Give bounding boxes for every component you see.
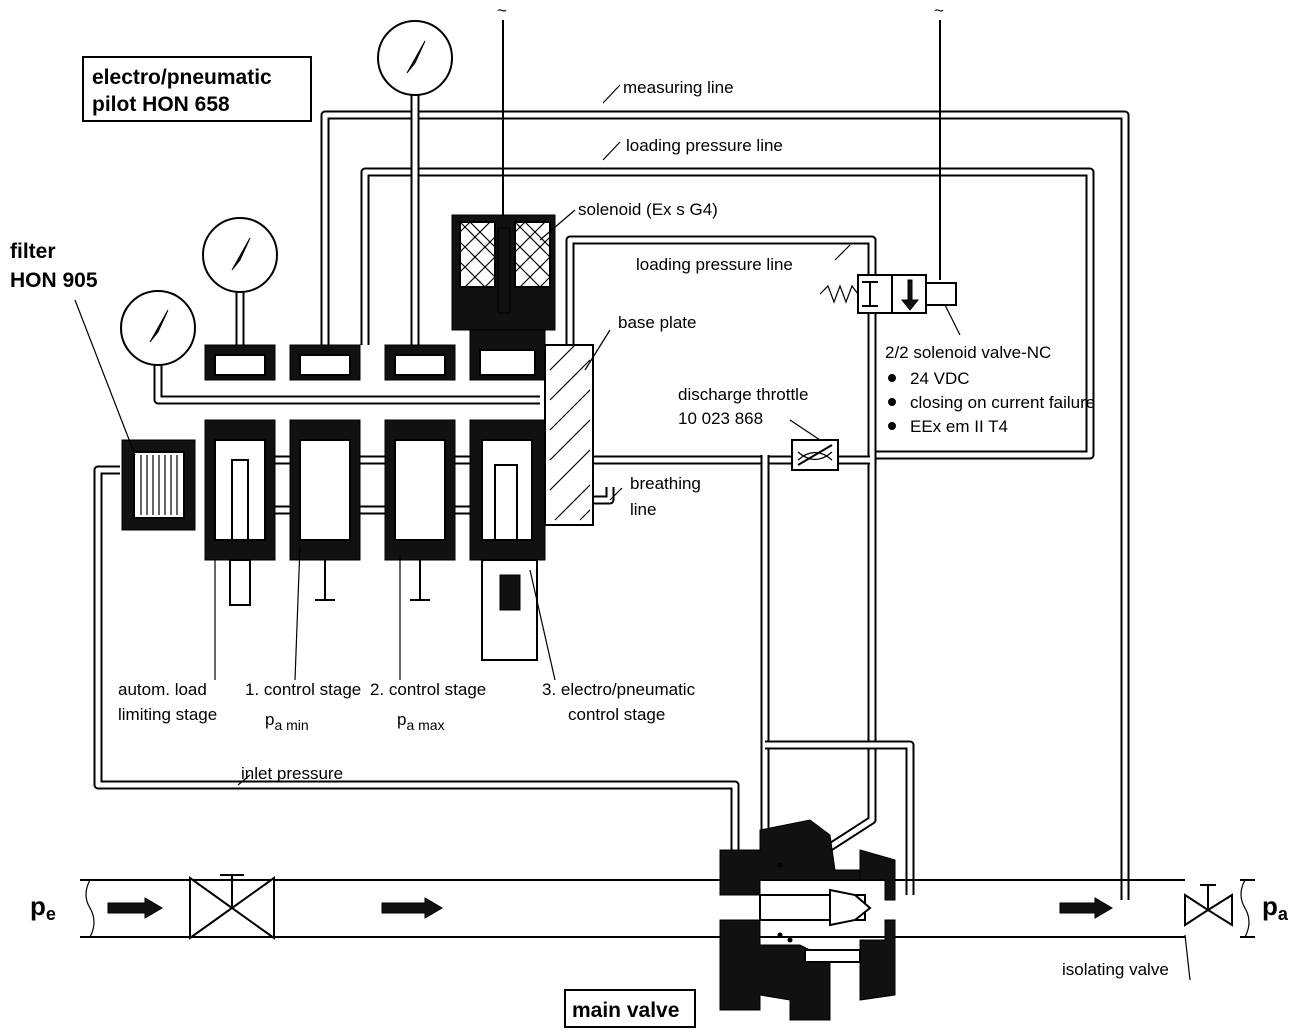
pilot-stages: [204, 329, 546, 661]
stage-1-control: [289, 344, 361, 601]
svg-text:~: ~: [497, 1, 507, 20]
filter-body: [121, 439, 196, 531]
svg-text:~: ~: [934, 1, 944, 20]
main-valve-label-box: main valve: [564, 989, 696, 1028]
inlet-isolating-valve-icon: [189, 874, 275, 940]
inlet-pressure-symbol: pe: [30, 891, 56, 924]
title-box: electro/pneumatic pilot HON 658: [82, 56, 312, 122]
stage-label-line1: autom. load: [118, 680, 207, 699]
stage-label-line2: control stage: [568, 705, 665, 724]
main-valve-body: [719, 819, 896, 1021]
solenoid-valve-spec: 2/2 solenoid valve-NC 24 VDC closing on …: [885, 343, 1095, 436]
discharge-throttle-icon: [791, 439, 839, 471]
discharge-throttle-label-1: discharge throttle: [678, 385, 808, 404]
main-valve-label: main valve: [572, 999, 679, 1022]
solenoid-coil: [451, 20, 556, 331]
inlet-pressure-label: inlet pressure: [241, 764, 343, 783]
breathing-line-label-2: line: [630, 500, 656, 519]
outlet-isolating-valve-icon: [1184, 884, 1233, 927]
stage-2-control: [384, 344, 456, 601]
stage-label-pressure: pa max: [397, 710, 445, 733]
base-plate-label: base plate: [618, 313, 696, 332]
stage-label-line1: 2. control stage: [370, 680, 486, 699]
solenoid-valve-bullet: EEx em II T4: [910, 417, 1008, 436]
stage-autom-load-limiting: [204, 344, 276, 606]
stage-3-electro-pneumatic: [469, 329, 546, 661]
stage-labels: autom. load limiting stage 1. control st…: [118, 680, 696, 733]
stage-label-line1: 3. electro/pneumatic: [542, 680, 696, 699]
main-pipeline: [80, 879, 1255, 938]
base-plate: [544, 344, 594, 526]
flow-arrow-icon: [1059, 897, 1113, 919]
gauge-control-stage-icon: [377, 20, 453, 96]
isolating-valve-label: isolating valve: [1062, 960, 1169, 979]
solenoid-label: solenoid (Ex s G4): [578, 200, 718, 219]
stage-label-line1: 1. control stage: [245, 680, 361, 699]
stage-label-line2: limiting stage: [118, 705, 217, 724]
solenoid-valve-icon: [819, 274, 961, 336]
leader-lines: [74, 84, 1191, 981]
gauge-filter-icon: [120, 290, 196, 366]
filter-label-1: filter: [10, 240, 56, 263]
stage-label-pressure: pa min: [265, 710, 309, 733]
breathing-line-label-1: breathing: [630, 474, 701, 493]
measuring-line-label: measuring line: [623, 78, 734, 97]
outlet-pressure-symbol: pa: [1262, 891, 1289, 924]
discharge-throttle-label-2: 10 023 868: [678, 409, 763, 428]
loading-pressure-line-label-1: loading pressure line: [626, 136, 783, 155]
flow-arrow-icon: [107, 897, 163, 919]
solenoid-valve-bullet: closing on current failure: [910, 393, 1095, 412]
flow-arrow-icon: [381, 897, 443, 919]
title-line-1: electro/pneumatic: [92, 66, 272, 89]
solenoid-valve-title: 2/2 solenoid valve-NC: [885, 343, 1051, 362]
loading-pressure-line-label-2: loading pressure line: [636, 255, 793, 274]
title-line-2: pilot HON 658: [92, 93, 230, 116]
filter-label-2: HON 905: [10, 269, 98, 292]
gauge-load-limiting-icon: [202, 217, 278, 293]
solenoid-valve-bullet: 24 VDC: [910, 369, 970, 388]
